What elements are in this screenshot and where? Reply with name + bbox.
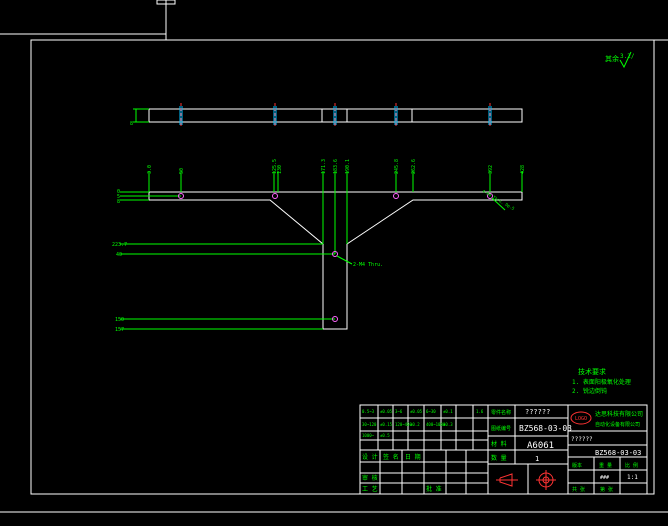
svg-text:BZ568-03-03: BZ568-03-03 bbox=[519, 424, 572, 433]
dim-top-10: 428 bbox=[520, 165, 526, 174]
svg-text:###: ### bbox=[600, 475, 609, 481]
dim-left-5: 40 bbox=[116, 252, 122, 258]
svg-text:120~400: 120~400 bbox=[395, 422, 412, 427]
dim-left-2: 8 bbox=[117, 199, 120, 205]
dim-top-7: 245.8 bbox=[394, 159, 400, 174]
svg-text:A6061: A6061 bbox=[527, 441, 554, 451]
title-block[interactable] bbox=[359, 404, 648, 495]
svg-text:2. 锐边倒钝: 2. 锐边倒钝 bbox=[572, 387, 607, 395]
dim-left-4: 223.7 bbox=[112, 242, 127, 248]
svg-text:±0.2: ±0.2 bbox=[410, 422, 420, 427]
svg-text:共 张: 共 张 bbox=[572, 486, 585, 493]
svg-text:6~30: 6~30 bbox=[426, 409, 436, 414]
dim-top-0: 3.0 bbox=[147, 165, 153, 174]
svg-text:工 艺: 工 艺 bbox=[362, 485, 378, 493]
sign-area: 设 计 审 核 工 艺 签 名 日 期 批 准 bbox=[362, 453, 442, 493]
dim-top-9: 392 bbox=[488, 165, 494, 174]
svg-text:±0.1: ±0.1 bbox=[443, 409, 453, 414]
dim-top-5: 183.6 bbox=[333, 159, 339, 174]
svg-text:材 料: 材 料 bbox=[491, 440, 507, 448]
svg-text:??????: ?????? bbox=[525, 408, 550, 416]
svg-text:BZ568-03-03: BZ568-03-03 bbox=[595, 449, 641, 457]
svg-text:±0.5: ±0.5 bbox=[380, 433, 390, 438]
svg-text:1: 1 bbox=[535, 455, 539, 463]
dim-bar-height: 8 bbox=[130, 121, 133, 127]
dim-top-6: 190.1 bbox=[345, 159, 351, 174]
front-view[interactable]: 3.0 50 125.5 130 171.3 183.6 190.1 245.8… bbox=[112, 159, 526, 333]
dim-top-1: 50 bbox=[179, 168, 185, 174]
dim-top-3: 130 bbox=[277, 165, 283, 174]
dim-top-8: 262.6 bbox=[411, 159, 417, 174]
svg-text:1:1: 1:1 bbox=[627, 474, 638, 481]
projection-symbol-icon bbox=[496, 470, 556, 490]
svg-text:±0.3: ±0.3 bbox=[443, 422, 453, 427]
dim-top-2: 125.5 bbox=[272, 159, 278, 174]
top-view[interactable]: 8 bbox=[130, 103, 523, 128]
svg-text:零件名称: 零件名称 bbox=[491, 409, 511, 416]
svg-text:签 名: 签 名 bbox=[383, 453, 399, 461]
svg-text:审 核: 审 核 bbox=[362, 474, 378, 482]
svg-text:±0.05: ±0.05 bbox=[410, 409, 423, 414]
company-block: LOGO 达思科技有限公司 自动化设备有限公司 ?????? BZ568-03-… bbox=[570, 410, 643, 493]
svg-text:数 量: 数 量 bbox=[491, 454, 507, 462]
svg-text:3~6: 3~6 bbox=[395, 409, 403, 414]
sheet-outer-edge bbox=[0, 33, 668, 41]
roughness-symbol: 其余 3.2/ bbox=[605, 51, 635, 69]
svg-text:其余: 其余 bbox=[605, 54, 619, 63]
drawing-frame bbox=[30, 39, 655, 495]
svg-text:技术要求: 技术要求 bbox=[578, 367, 606, 376]
svg-text:版本: 版本 bbox=[572, 462, 582, 469]
svg-text:批 准: 批 准 bbox=[426, 485, 442, 493]
cursor-marker bbox=[156, 0, 176, 5]
svg-text:±0.15: ±0.15 bbox=[380, 422, 393, 427]
svg-text:3.2/: 3.2/ bbox=[620, 53, 635, 60]
svg-text:达思科技有限公司: 达思科技有限公司 bbox=[595, 410, 643, 418]
tolerance-table: 0.5~3 ±0.05 3~6 ±0.05 6~30 ±0.1 1.6 30~1… bbox=[362, 409, 484, 438]
svg-text:重 量: 重 量 bbox=[599, 462, 612, 469]
tech-requirements: 技术要求 1. 表面阳极氧化处理 2. 锐边倒钝 bbox=[572, 367, 631, 395]
svg-text:1. 表面阳极氧化处理: 1. 表面阳极氧化处理 bbox=[572, 378, 631, 386]
dim-left-1: 5 bbox=[117, 194, 120, 200]
svg-text:1.6: 1.6 bbox=[476, 409, 484, 414]
svg-text:±0.05: ±0.05 bbox=[380, 409, 393, 414]
dim-left-6: 150 bbox=[115, 317, 124, 323]
svg-text:图纸编号: 图纸编号 bbox=[491, 425, 511, 432]
svg-text:自动化设备有限公司: 自动化设备有限公司 bbox=[595, 421, 640, 428]
dim-left-7: 157 bbox=[115, 327, 124, 333]
svg-text:0.5~3: 0.5~3 bbox=[362, 409, 375, 414]
dim-top-4: 171.3 bbox=[321, 159, 327, 174]
part-info: 零件名称 ?????? 图纸编号 BZ568-03-03 材 料 A6061 数… bbox=[491, 408, 572, 463]
svg-text:第 张: 第 张 bbox=[600, 486, 613, 493]
svg-text:??????: ?????? bbox=[571, 436, 593, 443]
svg-text:1000~: 1000~ bbox=[362, 433, 375, 438]
svg-text:30~120: 30~120 bbox=[362, 422, 377, 427]
svg-text:设 计: 设 计 bbox=[362, 453, 378, 461]
dim-left-0: 0 bbox=[117, 189, 120, 195]
hole-note: 2-M4 Thru. bbox=[353, 262, 383, 268]
svg-text:日 期: 日 期 bbox=[405, 453, 421, 461]
svg-text:LOGO: LOGO bbox=[575, 416, 587, 422]
svg-text:比 例: 比 例 bbox=[625, 462, 638, 469]
svg-text:400~1000: 400~1000 bbox=[426, 422, 446, 427]
